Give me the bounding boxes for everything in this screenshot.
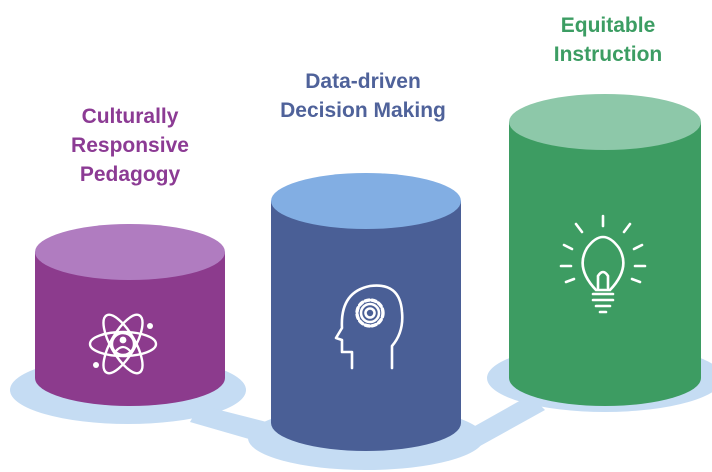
cylinder-body bbox=[35, 252, 225, 406]
pillar-blue bbox=[271, 173, 461, 451]
title-line: Equitable bbox=[560, 14, 656, 37]
pillar-title-data-driven-decision-making: Data-driven Decision Making bbox=[248, 67, 478, 125]
cylinder-top bbox=[35, 224, 225, 280]
head-gear-icon bbox=[334, 284, 404, 370]
title-line: Pedagogy bbox=[79, 163, 181, 186]
title-line: Responsive bbox=[71, 134, 189, 157]
title-line: Decision Making bbox=[280, 99, 446, 122]
cylinder-body bbox=[509, 122, 701, 406]
atom-person-icon bbox=[88, 313, 158, 375]
cylinder-top bbox=[509, 94, 701, 150]
pillar-title-culturally-responsive-pedagogy: Culturally Responsive Pedagogy bbox=[30, 102, 230, 189]
pillar-title-equitable-instruction: Equitable Instruction bbox=[498, 11, 712, 69]
cylinder-top bbox=[271, 173, 461, 229]
lightbulb-icon bbox=[559, 214, 647, 314]
pillar-green bbox=[509, 94, 701, 406]
pillar-purple bbox=[35, 224, 225, 406]
title-line: Data-driven bbox=[305, 70, 421, 93]
title-line: Culturally bbox=[81, 105, 179, 128]
title-line: Instruction bbox=[553, 43, 663, 66]
